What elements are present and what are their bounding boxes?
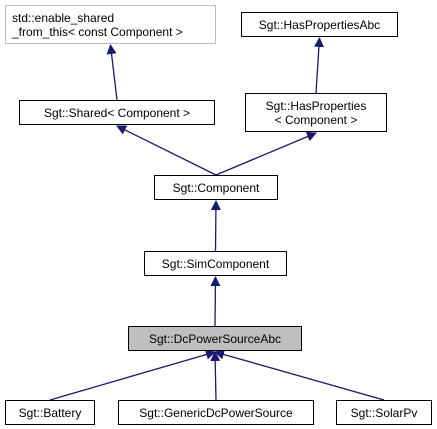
- inheritance-arrow-battery-to-dc_power_source_abc: [49, 349, 216, 401]
- class-node-label-line: < Component >: [274, 112, 358, 127]
- class-node-enable-shared-from-this: std::enable_shared _from_this< const Com…: [5, 5, 216, 44]
- inheritance-arrow-has_properties-to-has_properties_abc: [313, 37, 324, 94]
- class-node-shared-component[interactable]: Sgt::Shared< Component >: [19, 100, 215, 125]
- class-node-sim-component[interactable]: Sgt::SimComponent: [144, 251, 287, 276]
- class-node-label-line: std::enable_shared: [12, 10, 115, 25]
- class-node-label: Sgt::SimComponent: [161, 256, 270, 271]
- class-node-component[interactable]: Sgt::Component: [154, 175, 278, 200]
- class-node-has-properties-abc[interactable]: Sgt::HasPropertiesAbc: [241, 12, 398, 37]
- class-node-label: Sgt::SolarPv: [350, 405, 418, 420]
- inheritance-arrow-shared-to-enable_shared: [106, 44, 118, 101]
- class-node-label: Sgt::Shared< Component >: [43, 105, 191, 120]
- class-node-label: Sgt::Component: [172, 180, 260, 195]
- inheritance-arrow-component-to-has_properties: [215, 131, 317, 176]
- class-node-solar-pv[interactable]: Sgt::SolarPv: [336, 400, 432, 425]
- class-node-dc-power-source-abc: Sgt::DcPowerSourceAbc: [128, 326, 302, 351]
- class-node-label: Sgt::DcPowerSourceAbc: [148, 331, 282, 346]
- class-node-label-line: Sgt::HasProperties: [265, 98, 367, 113]
- inheritance-arrow-generic_dc_power_source-to-dc_power_source_abc: [210, 351, 221, 401]
- class-node-label: Sgt::HasPropertiesAbc: [258, 17, 381, 32]
- class-node-label: Sgt::Battery: [18, 405, 82, 420]
- inheritance-arrow-solar_pv-to-dc_power_source_abc: [214, 349, 385, 401]
- class-node-label: Sgt::GenericDcPowerSource: [139, 405, 293, 420]
- class-node-battery[interactable]: Sgt::Battery: [5, 400, 95, 425]
- inheritance-arrow-component-to-shared: [116, 125, 217, 176]
- class-node-label-line: _from_this< const Component >: [12, 24, 183, 39]
- class-node-generic-dc-power-source[interactable]: Sgt::GenericDcPowerSource: [118, 400, 314, 425]
- class-node-has-properties-component[interactable]: Sgt::HasProperties < Component >: [245, 93, 387, 132]
- inheritance-arrow-sim_component-to-component: [210, 200, 221, 252]
- inheritance-arrow-dc_power_source_abc-to-sim_component: [210, 276, 221, 327]
